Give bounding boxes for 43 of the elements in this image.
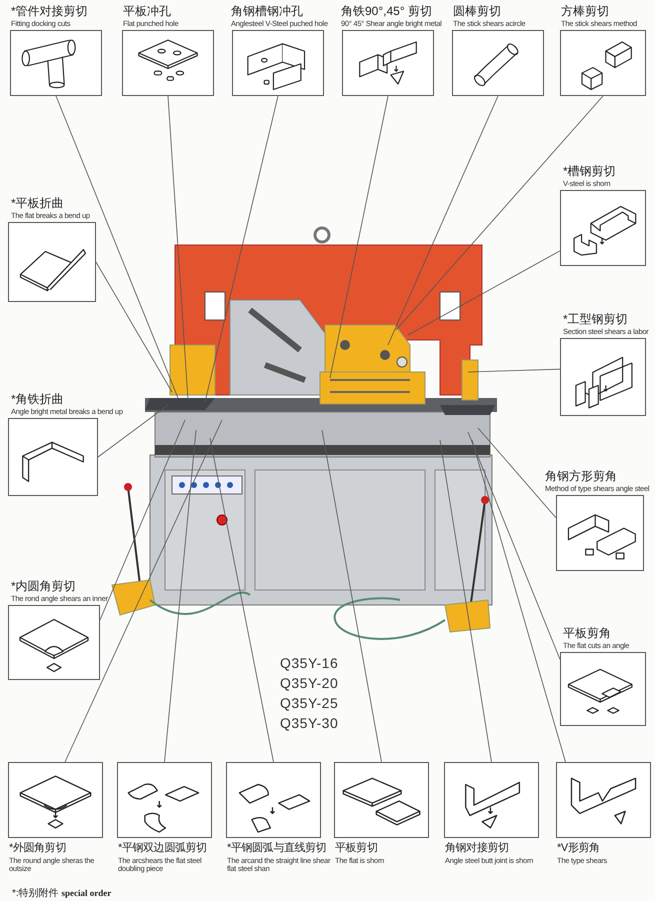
heading-text: 角钢对接剪切 — [445, 843, 510, 854]
heading-text: *工型钢剪切 — [563, 312, 629, 324]
leader-line — [478, 428, 556, 518]
heading-text: *外圆角剪切 — [9, 843, 67, 854]
leader-line — [210, 438, 274, 762]
leader-line — [468, 368, 560, 372]
heading-text: *V形剪角 — [557, 843, 601, 854]
leader-line — [98, 404, 168, 458]
heading-text: 圆棒剪切 — [453, 4, 502, 16]
heading-text: *平钢圆弧与直线剪切 — [227, 843, 328, 854]
heading-text: 角钢槽钢冲孔 — [231, 4, 304, 16]
heading-text: *槽钢剪切 — [563, 164, 616, 176]
leader-line — [330, 96, 388, 378]
leader-line — [440, 440, 492, 762]
leader-line — [396, 96, 604, 330]
heading-text: 角钢方形剪角 — [545, 470, 618, 482]
heading-text: 方棒剪切 — [561, 4, 610, 16]
model-number: Q35Y-20 — [280, 675, 338, 691]
leader-line — [468, 432, 560, 660]
leader-line — [408, 250, 560, 336]
heading-text: *角铁折曲 — [11, 392, 65, 404]
leader-line — [388, 96, 498, 346]
model-number: Q35Y-30 — [280, 715, 338, 731]
heading-text: *平钢双边圆弧剪切 — [118, 843, 208, 854]
leader-line — [64, 420, 222, 762]
heading-text: 平板剪切 — [335, 843, 378, 854]
leader-line — [168, 96, 188, 400]
leader-line — [96, 262, 172, 392]
leader-line — [164, 430, 196, 762]
heading-text: *平板折曲 — [11, 196, 65, 208]
heading-text: 平板冲孔 — [123, 4, 172, 16]
leader-line — [472, 440, 566, 762]
leader-line — [100, 420, 186, 620]
leader-line — [56, 96, 178, 398]
leader-line — [322, 430, 382, 762]
heading-text: *管件对接剪切 — [11, 4, 88, 16]
heading-text: 角铁90°,45° 剪切 — [341, 4, 433, 16]
footnote-text: *:特别附件 special order — [12, 886, 112, 900]
heading-text: 平板剪角 — [563, 626, 612, 638]
leader-line — [204, 96, 278, 402]
model-number: Q35Y-25 — [280, 695, 338, 711]
model-number: Q35Y-16 — [280, 655, 338, 671]
heading-text: *内圆角剪切 — [11, 580, 77, 592]
